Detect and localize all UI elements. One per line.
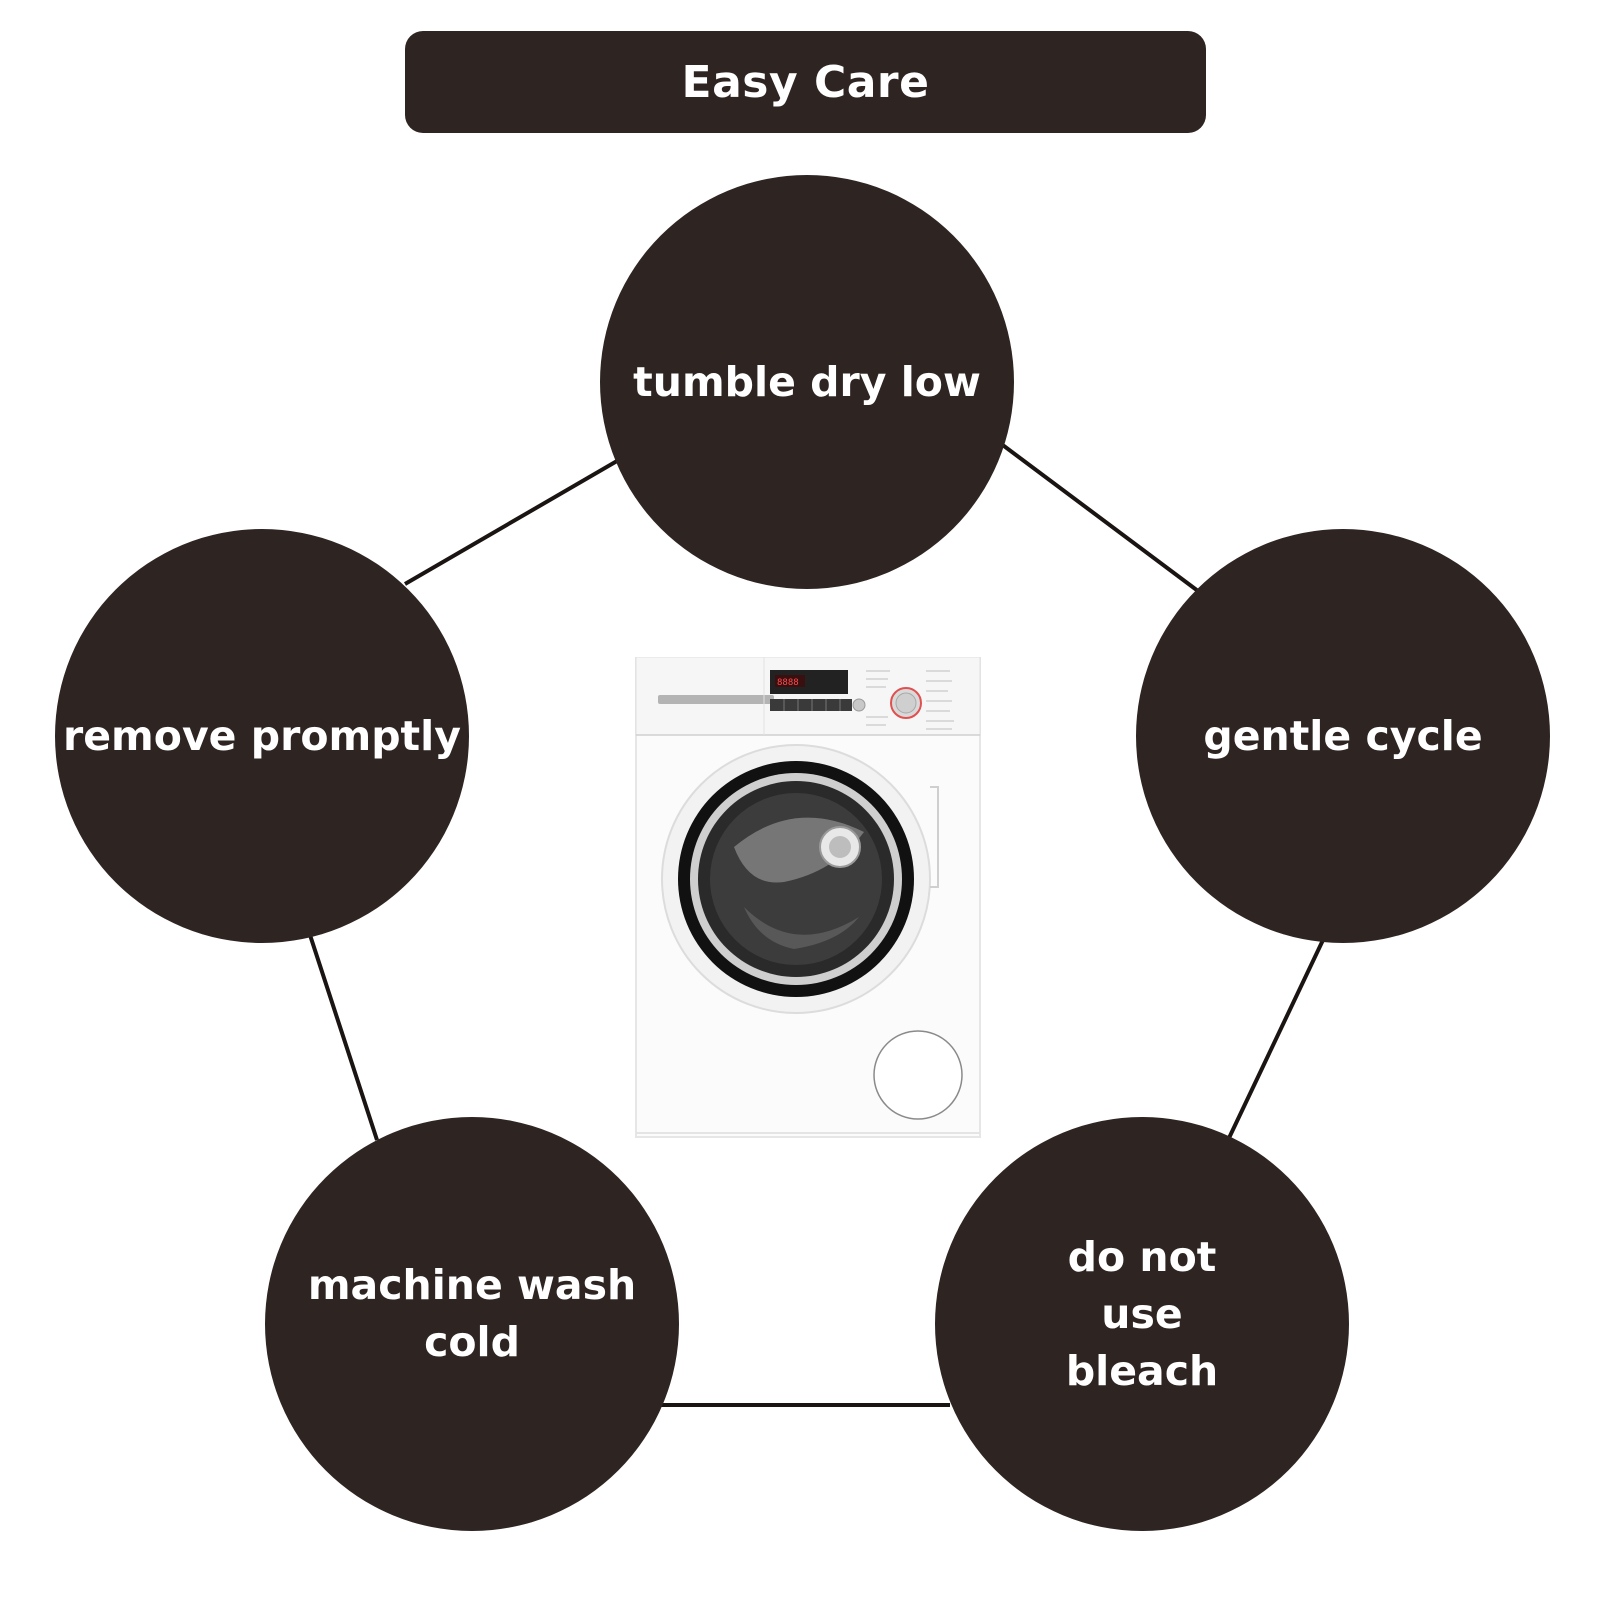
connector-top-right: [998, 441, 1200, 593]
care-node-gentle-cycle: gentle cycle: [1136, 529, 1550, 943]
washing-machine-icon: 8888: [635, 657, 981, 1138]
care-label: gentle cycle: [1203, 711, 1483, 760]
care-node-do-not-use-bleach: do not use bleach: [935, 1117, 1349, 1531]
care-node-machine-wash-cold: machine wash cold: [265, 1117, 679, 1531]
care-label: tumble dry low: [633, 357, 981, 406]
filter-cover: [873, 1030, 963, 1120]
title-banner: Easy Care: [405, 31, 1206, 133]
care-node-tumble-dry-low: tumble dry low: [600, 175, 1014, 589]
care-node-remove-promptly: remove promptly: [55, 529, 469, 943]
connector-bottomleft-left: [308, 934, 379, 1141]
page-title: Easy Care: [681, 56, 930, 108]
detergent-drawer-handle: [658, 695, 774, 704]
care-label: remove promptly: [63, 711, 461, 760]
care-label: machine wash cold: [307, 1261, 637, 1366]
connector-right-bottomright: [1227, 939, 1325, 1139]
svg-text:8888: 8888: [777, 678, 799, 688]
care-label: do not use bleach: [1065, 1232, 1219, 1395]
connector-left-top: [403, 459, 619, 586]
